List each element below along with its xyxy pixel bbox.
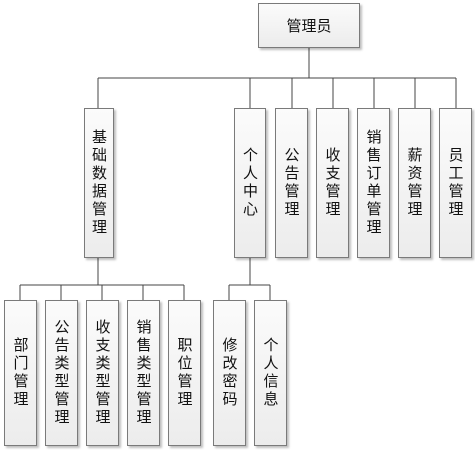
node-salary: 薪资管理 <box>398 108 431 258</box>
node-personal-center: 个人中心 <box>234 108 266 258</box>
node-admin: 管理员 <box>258 3 360 48</box>
node-label: 销售订单管理 <box>364 129 383 237</box>
node-announcement: 公告管理 <box>275 108 308 258</box>
node-label: 收支类型管理 <box>93 319 112 427</box>
node-label: 修改密码 <box>220 337 239 409</box>
node-income-expense: 收支管理 <box>316 108 349 258</box>
node-basic-data: 基础数据管理 <box>84 108 114 258</box>
node-label: 管理员 <box>286 17 332 35</box>
node-personal-info: 个人信息 <box>254 300 287 446</box>
node-label: 员工管理 <box>446 147 465 219</box>
node-label: 部门管理 <box>11 337 30 409</box>
node-change-password: 修改密码 <box>213 300 246 446</box>
node-income-expense-type: 收支类型管理 <box>86 300 119 446</box>
node-label: 薪资管理 <box>405 147 424 219</box>
node-announcement-type: 公告类型管理 <box>45 300 78 446</box>
node-label: 个人信息 <box>261 337 280 409</box>
node-label: 公告管理 <box>282 147 301 219</box>
node-label: 公告类型管理 <box>52 319 71 427</box>
node-label: 基础数据管理 <box>90 129 108 237</box>
node-position: 职位管理 <box>168 300 201 446</box>
node-label: 销售类型管理 <box>134 319 153 427</box>
node-employee: 员工管理 <box>439 108 472 258</box>
node-sales-order: 销售订单管理 <box>357 108 390 258</box>
node-sales-type: 销售类型管理 <box>127 300 160 446</box>
node-label: 个人中心 <box>241 147 259 219</box>
node-department: 部门管理 <box>4 300 37 446</box>
node-label: 职位管理 <box>175 337 194 409</box>
node-label: 收支管理 <box>323 147 342 219</box>
